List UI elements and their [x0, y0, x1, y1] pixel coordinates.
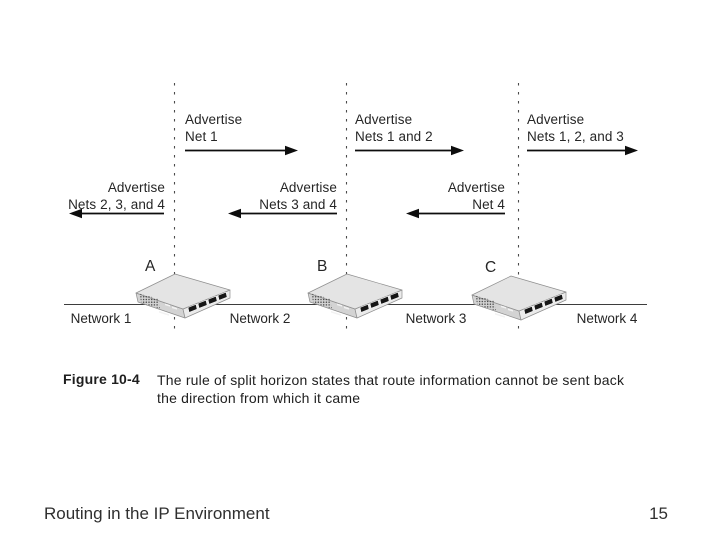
network-3-label: Network 3 — [405, 311, 467, 326]
slide-footer-title: Routing in the IP Environment — [44, 504, 270, 523]
advertise-arrow-right-3 — [527, 145, 638, 156]
network-2-label: Network 2 — [229, 311, 291, 326]
advertise-label-line: Advertise — [355, 112, 413, 127]
advertise-arrow-right-2 — [355, 145, 464, 156]
slide-page-number: 15 — [649, 504, 668, 523]
network-4-label: Network 4 — [576, 311, 638, 326]
advertise-label-line: Advertise — [527, 112, 585, 127]
advertise-label-line: Advertise — [447, 180, 505, 195]
advertise-label-line: Advertise — [279, 180, 337, 195]
advertise-label-line: Net 4 — [472, 197, 505, 212]
router-b-label: B — [317, 258, 328, 275]
advertise-label-line: Net 1 — [185, 129, 218, 144]
router-a-label: A — [145, 258, 156, 275]
advertise-label-right-3: Advertise Nets 1, 2, and 3 — [527, 111, 624, 145]
figure-caption-text: The rule of split horizon states that ro… — [157, 371, 624, 407]
network-1-label: Network 1 — [70, 311, 132, 326]
figure-caption-number: Figure 10-4 — [63, 371, 140, 387]
advertise-label-line: Nets 1, 2, and 3 — [527, 129, 624, 144]
advertise-label-left-2: Advertise Nets 3 and 4 — [192, 179, 337, 213]
advertise-label-line: Nets 1 and 2 — [355, 129, 433, 144]
advertise-label-line: Advertise — [107, 180, 165, 195]
router-c-label: C — [485, 259, 497, 276]
figure-caption-line-1: The rule of split horizon states that ro… — [157, 372, 625, 388]
advertise-label-left-3: Advertise Net 4 — [360, 179, 505, 213]
advertise-label-line: Nets 2, 3, and 4 — [68, 197, 165, 212]
advertise-label-left-1: Advertise Nets 2, 3, and 4 — [20, 179, 165, 213]
advertise-label-right-1: Advertise Net 1 — [185, 111, 242, 145]
advertise-arrow-right-1 — [185, 145, 298, 156]
figure-caption-line-2: the direction from which it came — [157, 390, 361, 406]
advertise-label-line: Advertise — [185, 112, 243, 127]
advertise-label-line: Nets 3 and 4 — [259, 197, 337, 212]
advertise-label-right-2: Advertise Nets 1 and 2 — [355, 111, 433, 145]
